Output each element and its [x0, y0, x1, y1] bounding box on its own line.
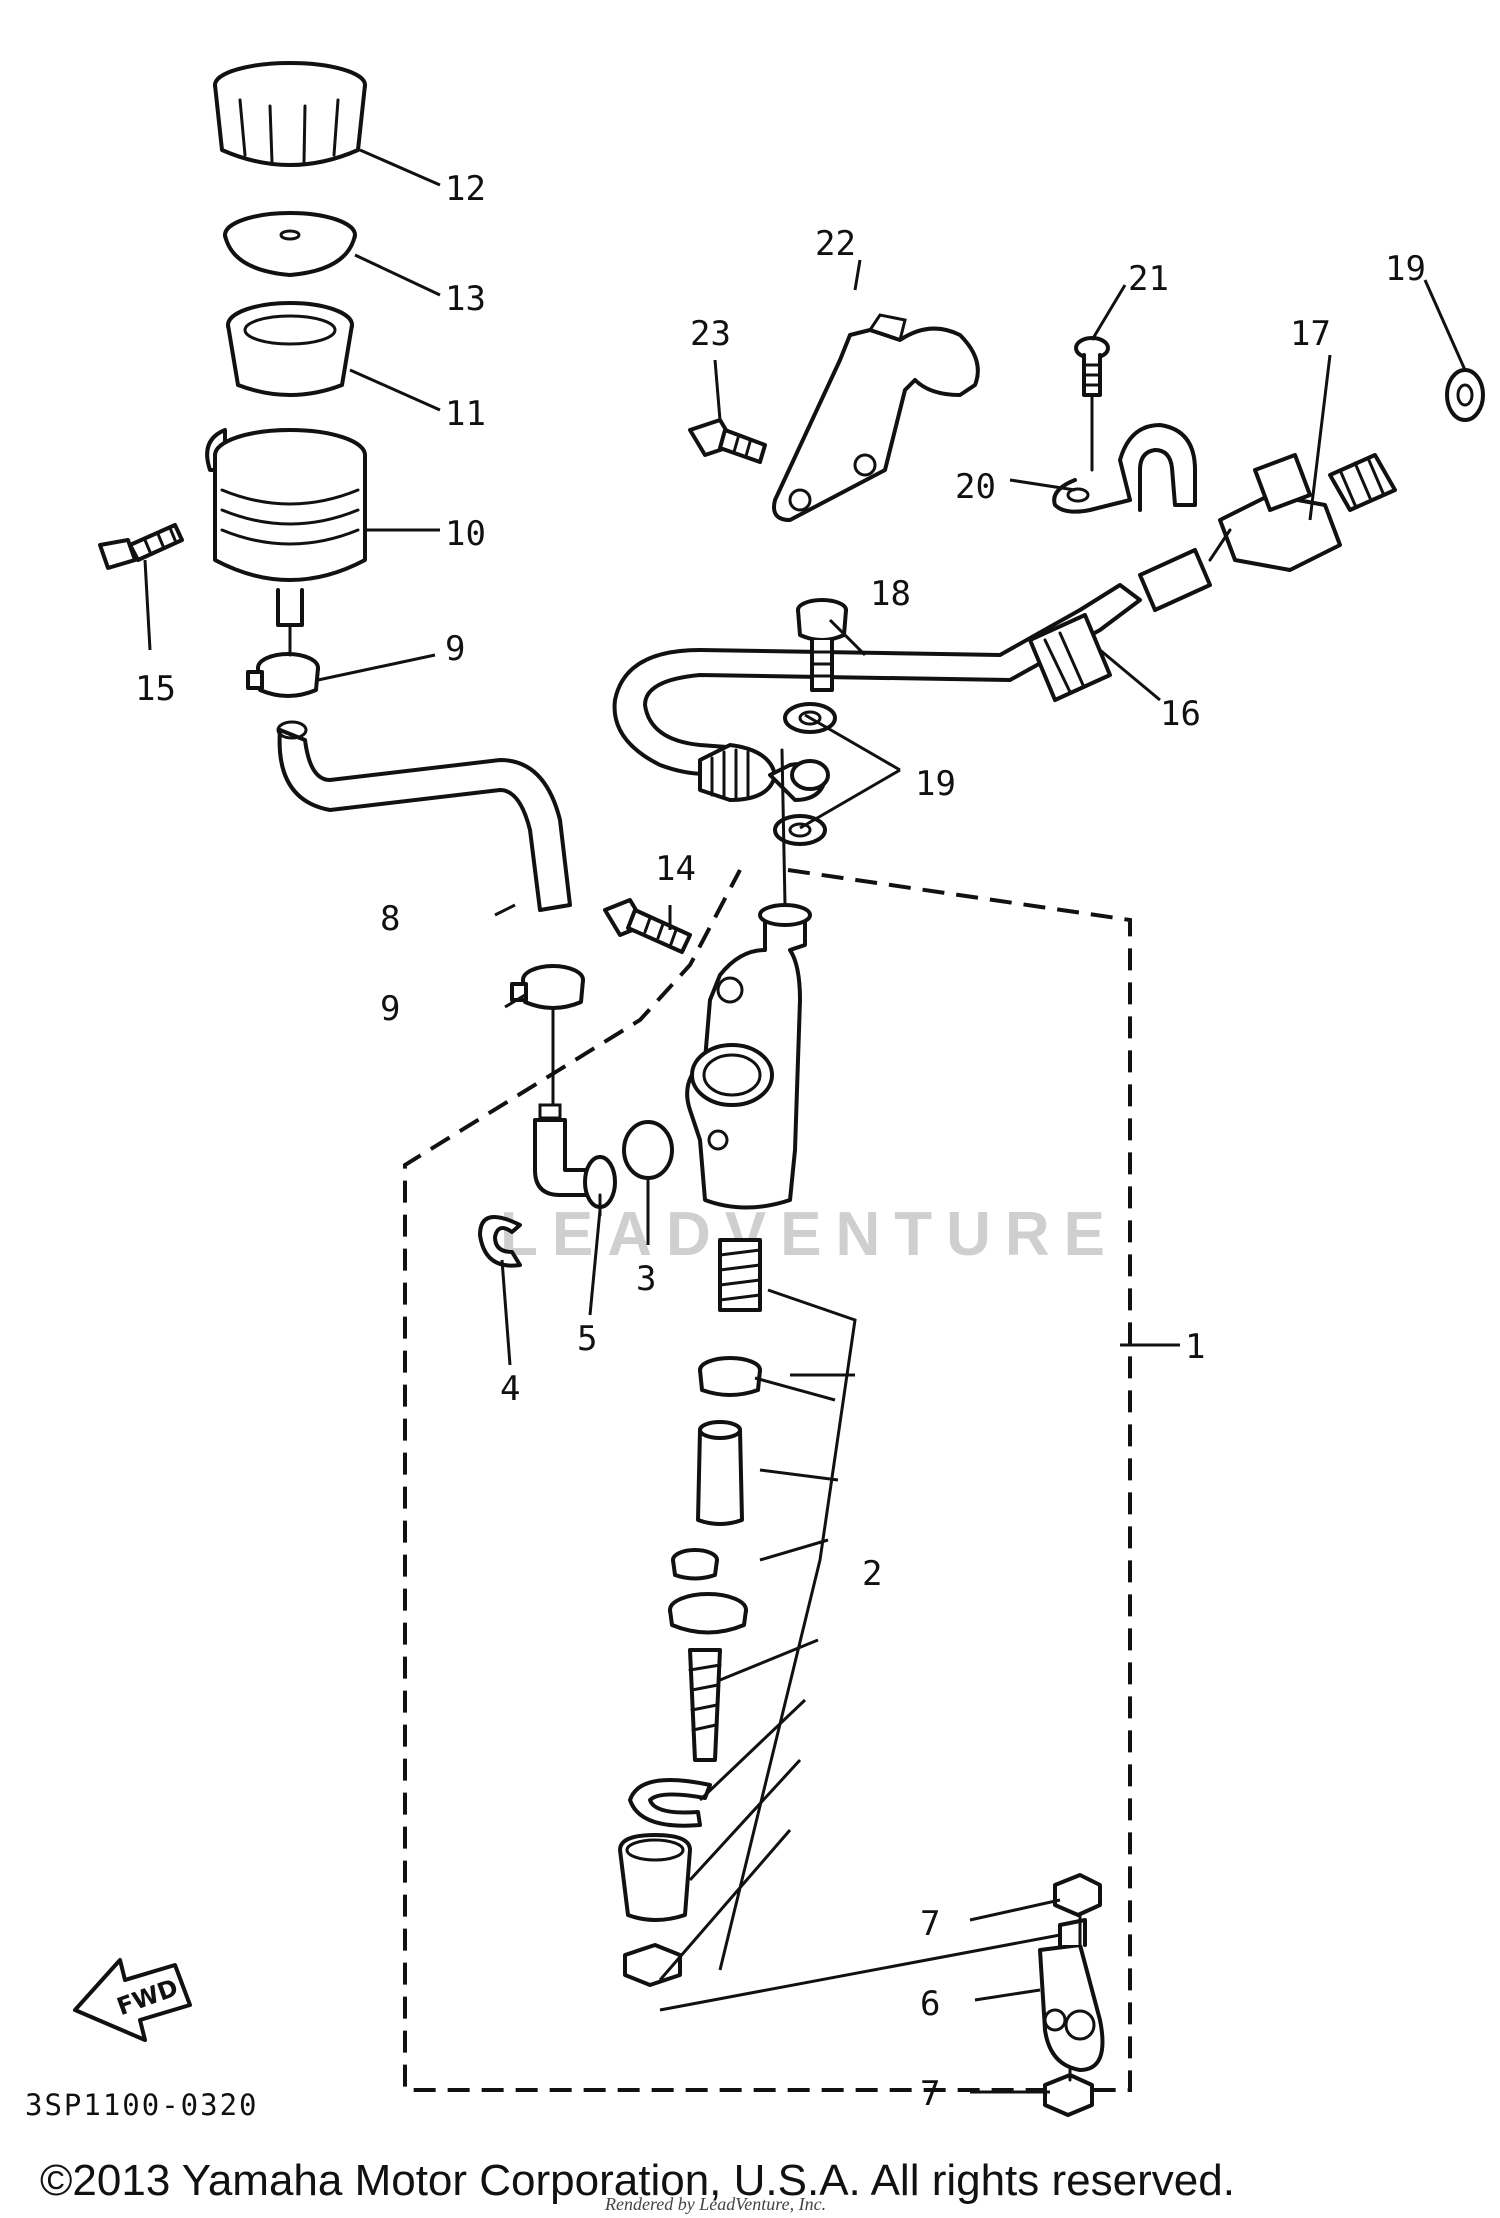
part-19-washer-right — [1445, 368, 1485, 422]
label-5: 5 — [577, 1319, 597, 1359]
label-21: 21 — [1128, 259, 1169, 299]
part-11-cap — [213, 61, 367, 167]
part-21-screw — [1074, 336, 1110, 397]
watermark: LEADVENTURE — [500, 1200, 1119, 1269]
leader-lines — [143, 148, 1467, 2094]
part-2-piston-kit — [618, 1238, 762, 1987]
label-16: 16 — [1160, 694, 1201, 734]
label-3: 3 — [636, 1259, 656, 1299]
label-9-upper: 9 — [445, 629, 465, 669]
part-9-clamp-upper — [246, 652, 320, 698]
rendered-by-note: Rendered by LeadVenture, Inc. — [604, 2194, 826, 2214]
assembly-guide-lines — [288, 393, 1232, 2082]
fwd-arrow-icon: FWD — [73, 1958, 192, 2042]
label-7-lower: 7 — [920, 2074, 940, 2114]
part-19-washer-lower — [773, 814, 827, 846]
part-7-nut-upper — [1053, 1873, 1102, 1917]
part-22-bracket — [772, 313, 980, 522]
label-19-center: 19 — [915, 764, 956, 804]
label-1: 1 — [1185, 1327, 1205, 1367]
part-14-bolt — [603, 898, 692, 954]
part-20-clamp — [1052, 423, 1197, 514]
part-7-6-tie — [659, 1933, 1061, 2012]
label-18: 18 — [870, 574, 911, 614]
label-17: 17 — [1290, 314, 1331, 354]
part-16-brake-hose — [612, 548, 1212, 802]
part-23-bolt — [688, 418, 767, 464]
part-8-hose — [277, 728, 572, 912]
part-7-nut-lower — [1043, 2073, 1094, 2117]
copyright-notice: ©2013 Yamaha Motor Corporation, U.S.A. A… — [40, 2156, 1235, 2205]
part-5-elbow — [533, 1103, 617, 1209]
part-12-plate — [226, 301, 354, 397]
label-22: 22 — [815, 224, 856, 264]
part-9-clamp-lower — [510, 964, 585, 1010]
part-18-union-bolt — [796, 598, 848, 692]
diagram-code: 3SP1100-0320 — [25, 2088, 259, 2122]
label-19-right: 19 — [1385, 249, 1426, 289]
label-6: 6 — [920, 1984, 940, 2024]
part-17-fitting — [1218, 453, 1397, 572]
label-2: 2 — [862, 1554, 882, 1594]
part-15-screw — [98, 523, 184, 570]
label-7-upper: 7 — [920, 1904, 940, 1944]
label-23: 23 — [690, 314, 731, 354]
part-13-diaphragm — [223, 211, 357, 277]
part-3-o-ring — [622, 1120, 674, 1180]
label-11: 12 — [445, 169, 486, 209]
label-14: 14 — [655, 849, 696, 889]
label-10: 10 — [445, 514, 486, 554]
label-20: 20 — [955, 467, 996, 507]
part-4-circlip — [478, 1215, 522, 1268]
label-4: 4 — [500, 1369, 520, 1409]
label-15: 15 — [135, 669, 176, 709]
label-12: 11 — [445, 394, 486, 434]
part-10-reservoir — [205, 428, 367, 627]
label-13: 13 — [445, 279, 486, 319]
label-8: 8 — [380, 899, 400, 939]
part-6-clevis — [1038, 1918, 1105, 2072]
part-labels: 12 13 11 10 15 9 8 9 14 3 5 4 2 1 7 6 7 … — [135, 169, 1426, 2114]
master-cylinder-body — [685, 903, 812, 1210]
label-9-lower: 9 — [380, 989, 400, 1029]
part-2-bracket — [658, 1288, 857, 1981]
assembly-outline — [403, 868, 1132, 2092]
